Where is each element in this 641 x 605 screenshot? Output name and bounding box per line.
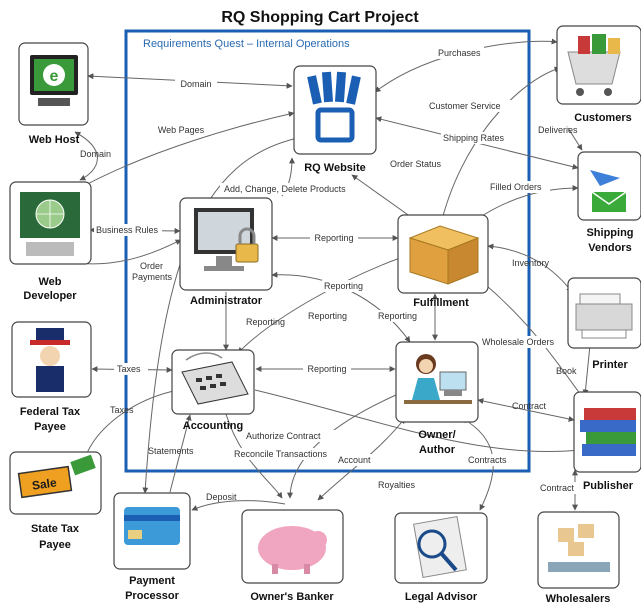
web-developer-label-1: Web	[38, 276, 61, 288]
node-payment-processor: Payment Processor	[113, 492, 191, 602]
label-shipping-rates: Shipping Rates	[443, 133, 505, 143]
node-legal-advisor: Legal Advisor	[394, 512, 488, 603]
label-reporting-admin-owner: Reporting	[308, 311, 347, 321]
label-domain-top: Domain	[180, 79, 211, 89]
label-filled-orders: Filled Orders	[490, 182, 542, 192]
label-purchases: Purchases	[438, 48, 481, 58]
label-account: Account	[338, 455, 371, 465]
label-wholesale-orders: Wholesale Orders	[482, 337, 555, 347]
node-owner-author: Owner/ Author	[395, 341, 479, 456]
web-host-label: Web Host	[29, 134, 80, 146]
label-deliveries: Deliveries	[538, 125, 578, 135]
node-printer: Printer	[567, 277, 641, 371]
node-web-host: e Web Host	[18, 42, 89, 146]
wholesalers-label: Wholesalers	[546, 593, 611, 605]
node-federal-tax-payee: Federal Tax Payee	[11, 321, 92, 433]
edge-deposit	[191, 500, 286, 511]
rq-website-label: RQ Website	[304, 162, 366, 174]
label-reporting-fulfillment-accounting: Reporting	[324, 281, 363, 291]
diagram-title: RQ Shopping Cart Project	[221, 9, 419, 26]
edge-contract-owner-publisher	[477, 398, 575, 422]
payment-processor-label-2: Processor	[125, 590, 180, 602]
customers-label: Customers	[574, 112, 631, 124]
edge-customer-service	[438, 66, 561, 229]
label-order-status: Order Status	[390, 159, 442, 169]
node-customers: Customers	[556, 25, 641, 124]
edge-book	[582, 344, 591, 396]
node-state-tax-payee: Sale State Tax Payee	[9, 451, 102, 551]
federal-tax-label-1: Federal Tax	[20, 406, 81, 418]
label-web-pages: Web Pages	[158, 125, 205, 135]
label-reporting-fulfillment-owner: Reporting	[378, 311, 417, 321]
label-order-payments-2: Payments	[132, 272, 173, 282]
label-reconcile-transactions: Reconcile Transactions	[234, 449, 328, 459]
label-deposit: Deposit	[206, 492, 237, 502]
label-order-payments-1: Order	[140, 261, 163, 271]
node-web-developer: Web Developer	[9, 181, 92, 302]
label-reporting-admin-fulfillment: Reporting	[314, 233, 353, 243]
edge-reconcile-transactions	[225, 413, 283, 499]
label-domain-side: Domain	[80, 149, 111, 159]
label-add-change-delete: Add, Change, Delete Products	[224, 184, 346, 194]
svg-text:Sale: Sale	[31, 475, 58, 492]
frame-label: Requirements Quest – Internal Operations	[143, 38, 350, 50]
label-business-rules: Business Rules	[96, 225, 159, 235]
label-contracts: Contracts	[468, 455, 507, 465]
administrator-label: Administrator	[190, 295, 263, 307]
owners-banker-label: Owner's Banker	[250, 591, 334, 603]
label-authorize-contract: Authorize Contract	[246, 431, 321, 441]
owner-author-label-2: Author	[419, 444, 456, 456]
node-administrator: Administrator	[179, 197, 273, 307]
edge-royalties	[254, 389, 581, 454]
printer-label: Printer	[592, 359, 628, 371]
label-taxes-federal: Taxes	[117, 364, 141, 374]
state-tax-label-1: State Tax	[31, 523, 80, 535]
web-developer-label-2: Developer	[23, 290, 77, 302]
edge-order-status	[351, 174, 419, 223]
label-reporting-admin-accounting: Reporting	[246, 317, 285, 327]
edge-inventory	[487, 243, 573, 293]
node-publisher: Publisher	[573, 391, 641, 492]
svg-text:e: e	[50, 68, 59, 85]
label-customer-service: Customer Service	[429, 101, 501, 111]
label-reporting-accounting-owner: Reporting	[307, 364, 346, 374]
label-contract-publisher-wholesalers: Contract	[540, 483, 575, 493]
edge-statements	[169, 414, 192, 493]
node-wholesalers: Wholesalers	[537, 511, 620, 605]
accounting-label: Accounting	[183, 420, 244, 432]
label-contract-owner-publisher: Contract	[512, 401, 547, 411]
federal-tax-label-2: Payee	[34, 421, 66, 433]
node-rq-website: RQ Website	[293, 65, 377, 174]
edge-deliveries	[567, 127, 583, 151]
owner-author-label-1: Owner/	[418, 429, 455, 441]
state-tax-label-2: Payee	[39, 539, 71, 551]
fulfillment-label: Fulfillment	[413, 297, 469, 309]
publisher-label: Publisher	[583, 480, 634, 492]
label-taxes-state: Taxes	[110, 405, 134, 415]
label-book: Book	[556, 366, 577, 376]
payment-processor-label-1: Payment	[129, 575, 175, 587]
edge-labels: Domain Domain Web Pages Business Rules O…	[80, 47, 582, 502]
edge-taxes-state	[83, 389, 179, 459]
node-owners-banker: Owner's Banker	[241, 509, 344, 603]
label-inventory: Inventory	[512, 258, 550, 268]
node-shipping-vendors: Shipping Vendors	[577, 151, 641, 254]
edge-web-pages	[79, 111, 295, 189]
label-royalties: Royalties	[378, 480, 416, 490]
node-fulfillment: Fulfillment	[397, 214, 489, 309]
legal-advisor-label: Legal Advisor	[405, 591, 478, 603]
node-accounting: Accounting	[171, 349, 255, 432]
label-statements: Statements	[148, 446, 194, 456]
shipping-vendors-label-2: Vendors	[588, 242, 631, 254]
shipping-vendors-label-1: Shipping	[586, 227, 633, 239]
